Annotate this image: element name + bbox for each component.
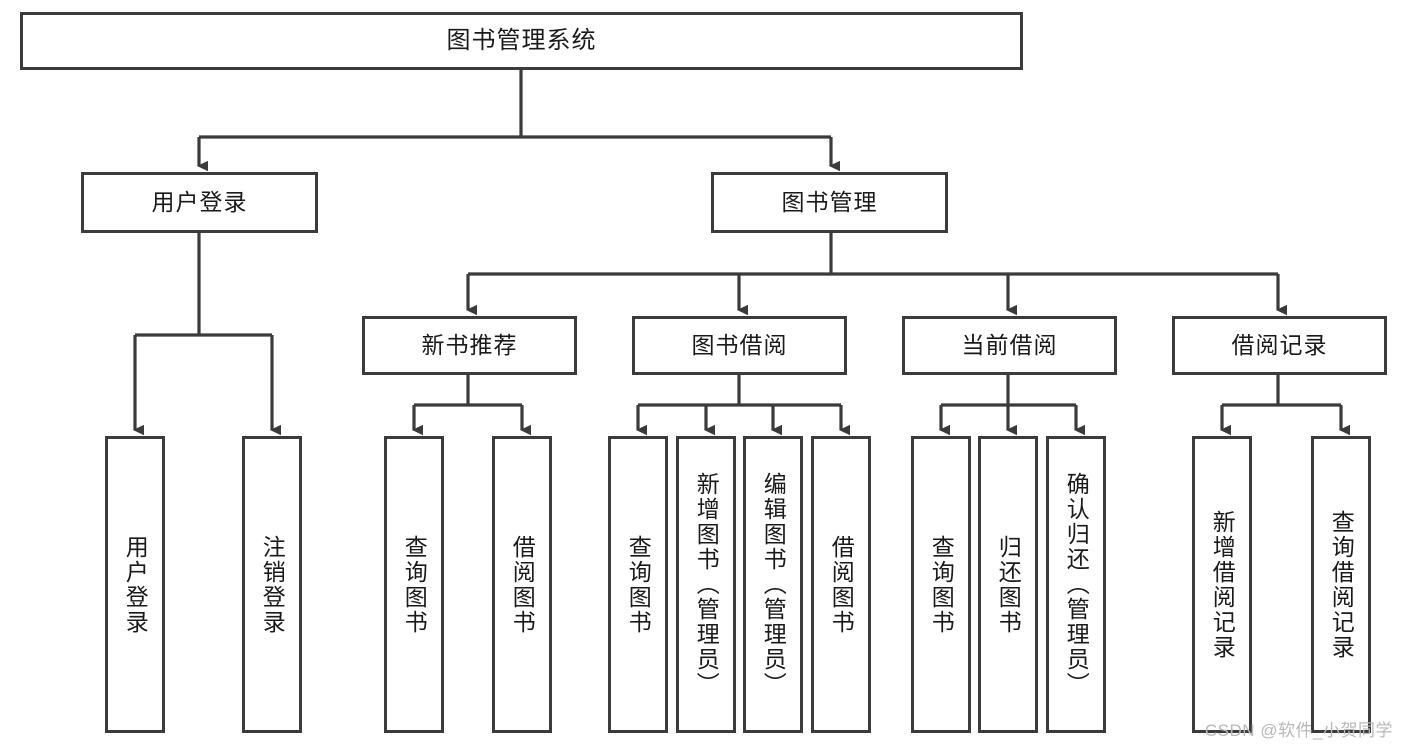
node-label: 借阅记录 bbox=[1231, 331, 1328, 358]
node-label: 新书推荐 bbox=[421, 331, 518, 358]
node-new-book-recommend[interactable]: 新书推荐 bbox=[362, 316, 577, 375]
node-book-borrow[interactable]: 图书借阅 bbox=[632, 316, 847, 375]
node-root-book-management-system[interactable]: 图书管理系统 bbox=[20, 12, 1023, 70]
csdn-watermark: CSDN @软件_小贺同学 bbox=[1204, 721, 1393, 740]
node-label: 确认归还（管理员） bbox=[1063, 472, 1090, 697]
leaf-borrow-record-query-record[interactable]: 查询借阅记录 bbox=[1311, 436, 1371, 733]
leaf-book-borrow-edit-book-admin[interactable]: 编辑图书（管理员） bbox=[743, 436, 803, 733]
leaf-book-borrow-borrow-book[interactable]: 借阅图书 bbox=[811, 436, 871, 733]
node-label: 借阅图书 bbox=[509, 534, 536, 635]
leaf-new-book-borrow-book[interactable]: 借阅图书 bbox=[492, 436, 552, 733]
node-book-management[interactable]: 图书管理 bbox=[711, 172, 948, 233]
leaf-current-borrow-confirm-return-admin[interactable]: 确认归还（管理员） bbox=[1046, 436, 1106, 733]
node-current-borrow[interactable]: 当前借阅 bbox=[902, 316, 1117, 375]
leaf-borrow-record-add-record[interactable]: 新增借阅记录 bbox=[1192, 436, 1252, 733]
node-label: 图书管理系统 bbox=[446, 26, 597, 54]
leaf-current-borrow-return-book[interactable]: 归还图书 bbox=[978, 436, 1038, 733]
node-label: 查询图书 bbox=[928, 534, 955, 635]
leaf-book-borrow-add-book-admin[interactable]: 新增图书（管理员） bbox=[676, 436, 736, 733]
node-label: 借阅图书 bbox=[828, 534, 855, 635]
node-label: 查询图书 bbox=[625, 534, 652, 635]
node-label: 查询图书 bbox=[401, 534, 428, 635]
node-label: 归还图书 bbox=[995, 534, 1022, 635]
leaf-current-borrow-query-book[interactable]: 查询图书 bbox=[911, 436, 971, 733]
node-label: 图书管理 bbox=[781, 188, 878, 215]
node-label: 用户登录 bbox=[122, 534, 149, 635]
leaf-user-login-logout[interactable]: 注销登录 bbox=[242, 436, 302, 733]
node-label: 新增图书（管理员） bbox=[693, 472, 720, 697]
node-label: 查询借阅记录 bbox=[1328, 509, 1355, 660]
node-label: 注销登录 bbox=[259, 534, 286, 635]
leaf-book-borrow-query-book[interactable]: 查询图书 bbox=[608, 436, 668, 733]
leaf-new-book-query-book[interactable]: 查询图书 bbox=[384, 436, 444, 733]
node-label: 编辑图书（管理员） bbox=[760, 472, 787, 697]
leaf-user-login-login[interactable]: 用户登录 bbox=[105, 436, 165, 733]
node-user-login[interactable]: 用户登录 bbox=[81, 172, 318, 233]
node-label: 图书借阅 bbox=[691, 331, 788, 358]
node-label: 新增借阅记录 bbox=[1209, 509, 1236, 660]
node-borrow-record[interactable]: 借阅记录 bbox=[1172, 316, 1387, 375]
node-label: 当前借阅 bbox=[961, 331, 1058, 358]
node-label: 用户登录 bbox=[151, 188, 248, 215]
